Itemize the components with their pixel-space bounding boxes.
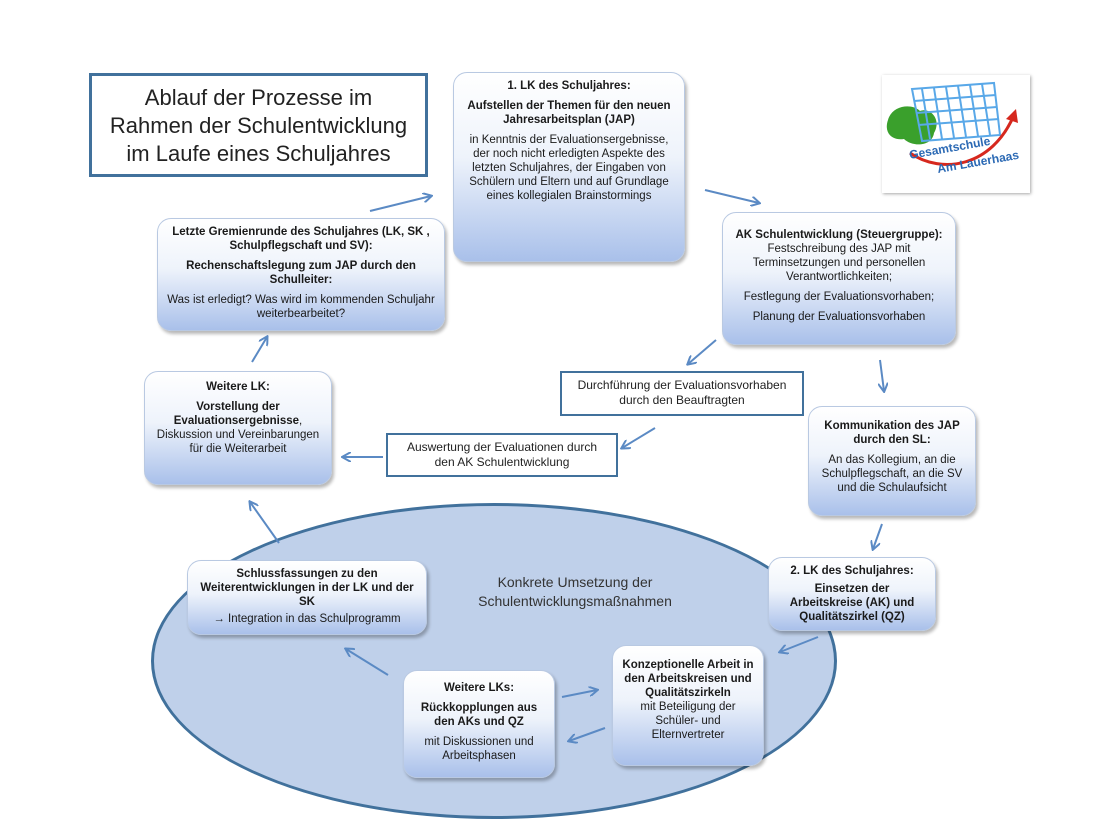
arrow-weitere-lks-to-konzept [561, 690, 597, 698]
title-line2: Rahmen der Schulentwicklung [109, 113, 408, 138]
box-weitere-lks: Weitere LKs: Rückkopplungen aus den AKs … [403, 670, 555, 778]
gremien-body: Was ist erledigt? Was wird im kommenden … [167, 294, 435, 320]
box-lk2: 2. LK des Schuljahres: Einsetzen der Arb… [768, 557, 936, 631]
title-line1: Ablauf der Prozesse im [144, 85, 373, 110]
ellipse-label: Konkrete Umsetzung der Schulentwicklungs… [440, 573, 710, 611]
gremien-subheading: Rechenschaftslegung zum JAP durch den Sc… [186, 260, 416, 286]
arrow-kommunikation-to-lk2 [873, 523, 883, 549]
konzept-body: mit Beteiligung der Schüler- und Elternv… [640, 701, 736, 741]
box-weitere-lk: Weitere LK: Vorstellung der Evaluationse… [144, 371, 332, 485]
arrow-weitere-lks-to-schluss [346, 649, 389, 676]
kommunikation-heading: Kommunikation des JAP durch den SL: [824, 420, 960, 446]
weitere-lks-body: mit Diskussionen und Arbeitsphasen [424, 736, 534, 762]
page-title: Ablauf der Prozesse im Rahmen der Schule… [89, 73, 428, 177]
weitere-lks-heading: Weitere LKs: [443, 682, 515, 694]
arrow-lk1-to-ak [704, 189, 759, 203]
ak-heading: AK Schulentwicklung (Steuergruppe): [735, 229, 943, 241]
auswertung-text: Auswertung der Evaluationen durch den AK… [406, 440, 598, 469]
arrow-durchfuehrung-to-auswertung [622, 427, 656, 448]
lk2-body: Einsetzen der Arbeitskreise (AK) und Qua… [789, 583, 915, 623]
box-durchfuehrung: Durchführung der Evaluationsvorhaben dur… [560, 371, 804, 416]
durchfuehrung-text: Durchführung der Evaluationsvorhaben dur… [577, 378, 787, 407]
arrow-lk2-to-konzept [780, 636, 819, 652]
school-logo: Gesamtschule Am Lauerhaas [882, 75, 1030, 193]
arrow-ak-to-durchfuehrung [688, 339, 717, 364]
weitere-lk-subheading: Vorstellung der Evaluationsergebnisse [173, 401, 300, 427]
box-lk1: 1. LK des Schuljahres: Aufstellen der Th… [453, 72, 685, 262]
arrow-weitere-lk-to-gremien [251, 337, 267, 363]
lk2-heading: 2. LK des Schuljahres: [790, 565, 914, 577]
title-line3: im Laufe eines Schuljahres [126, 141, 391, 166]
ellipse-label-line2: Schulentwicklungsmaßnahmen [478, 593, 672, 609]
ak-line1: Festschreibung des JAP mit Terminsetzung… [752, 243, 926, 283]
box-gremienrunde: Letzte Gremienrunde des Schuljahres (LK,… [157, 218, 445, 331]
weitere-lk-comma: , [299, 415, 303, 427]
weitere-lk-heading: Weitere LK: [206, 381, 270, 393]
arrow-konzept-to-weitere-lks [569, 727, 606, 741]
konzept-heading: Konzeptionelle Arbeit in den Arbeitskrei… [622, 659, 754, 699]
arrow-ak-to-kommunikation [880, 359, 884, 391]
lk1-body: in Kenntnis der Evaluationsergebnisse, d… [469, 134, 669, 202]
box-ak-steuergruppe: AK Schulentwicklung (Steuergruppe): Fest… [722, 212, 956, 345]
schluss-body: → Integration in das Schulprogramm [213, 613, 401, 625]
box-schlussfassungen: Schlussfassungen zu den Weiterentwicklun… [187, 560, 427, 635]
arrow-schluss-to-weitere-lk [250, 502, 280, 544]
ak-line2: Festlegung der Evaluationsvorhaben; [743, 291, 935, 303]
box-kommunikation: Kommunikation des JAP durch den SL: An d… [808, 406, 976, 516]
weitere-lk-body: Diskussion und Vereinbarungen für die We… [156, 429, 320, 455]
kommunikation-body: An das Kollegium, an die Schulpflegschaf… [821, 454, 963, 494]
gremien-heading: Letzte Gremienrunde des Schuljahres (LK,… [172, 226, 430, 252]
box-auswertung: Auswertung der Evaluationen durch den AK… [386, 433, 618, 477]
arrow-gremien-to-lk1 [369, 196, 431, 212]
lk1-subheading: Aufstellen der Themen für den neuen Jahr… [467, 100, 671, 126]
lk1-heading: 1. LK des Schuljahres: [507, 80, 631, 92]
school-building-logo-icon: Gesamtschule Am Lauerhaas [886, 81, 1020, 176]
schluss-heading: Schlussfassungen zu den Weiterentwicklun… [200, 568, 414, 608]
box-konzept: Konzeptionelle Arbeit in den Arbeitskrei… [612, 645, 764, 766]
ak-line3: Planung der Evaluationsvorhaben [752, 311, 926, 323]
weitere-lks-subheading: Rückkopplungen aus den AKs und QZ [420, 702, 538, 728]
ellipse-label-line1: Konkrete Umsetzung der [497, 574, 653, 590]
